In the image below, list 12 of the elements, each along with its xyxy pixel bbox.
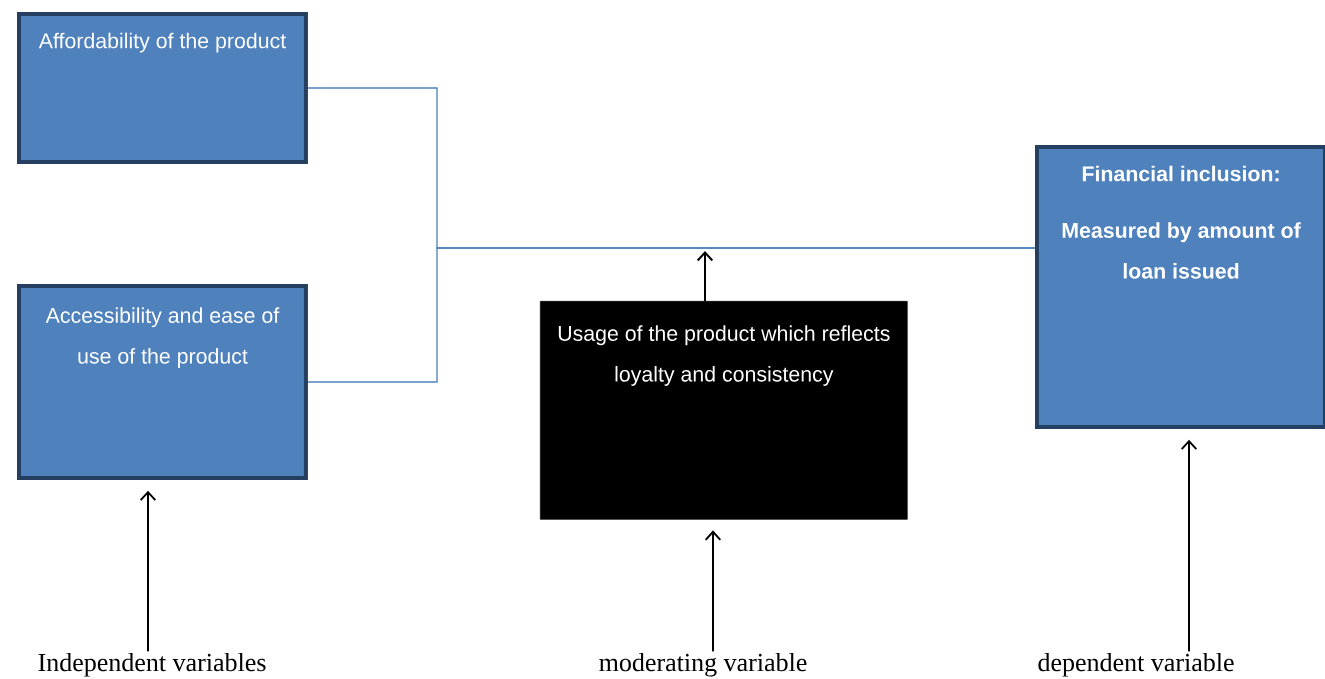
variable-label: dependent variable	[1038, 653, 1234, 677]
arrow	[139, 490, 157, 653]
arrow	[696, 251, 714, 302]
variable-box: Accessibility and ease of use of the product	[17, 284, 308, 480]
variable-box: Affordability of the product	[17, 12, 308, 164]
variable-label: moderating variable	[599, 653, 807, 677]
connector-line	[307, 247, 1036, 383]
arrow	[1180, 439, 1198, 653]
variable-label: Independent variables	[38, 653, 266, 677]
arrow	[704, 530, 722, 653]
variable-box: Financial inclusion: Measured by amount of loan issued	[1035, 145, 1325, 429]
variable-box: Usage of the product which reflects loyalty and consistency	[540, 301, 908, 520]
